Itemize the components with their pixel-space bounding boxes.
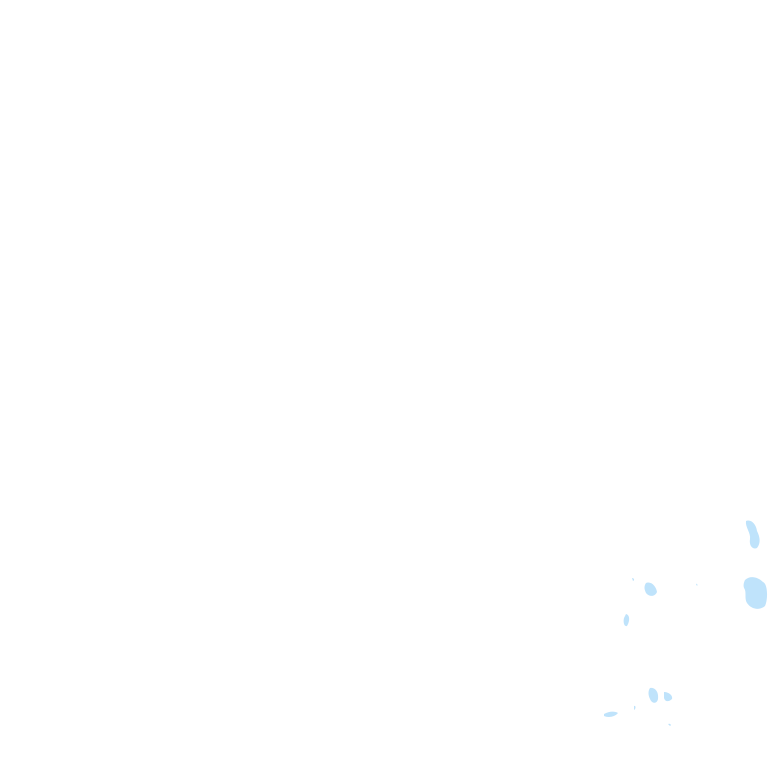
lake-1: [745, 520, 760, 549]
lake-4: [623, 614, 630, 627]
lake-6: [664, 692, 673, 702]
lake-5: [648, 687, 659, 703]
lake-2: [743, 577, 768, 609]
lake-7: [604, 711, 618, 717]
lake-3: [644, 582, 657, 596]
lake-8: [632, 578, 698, 726]
